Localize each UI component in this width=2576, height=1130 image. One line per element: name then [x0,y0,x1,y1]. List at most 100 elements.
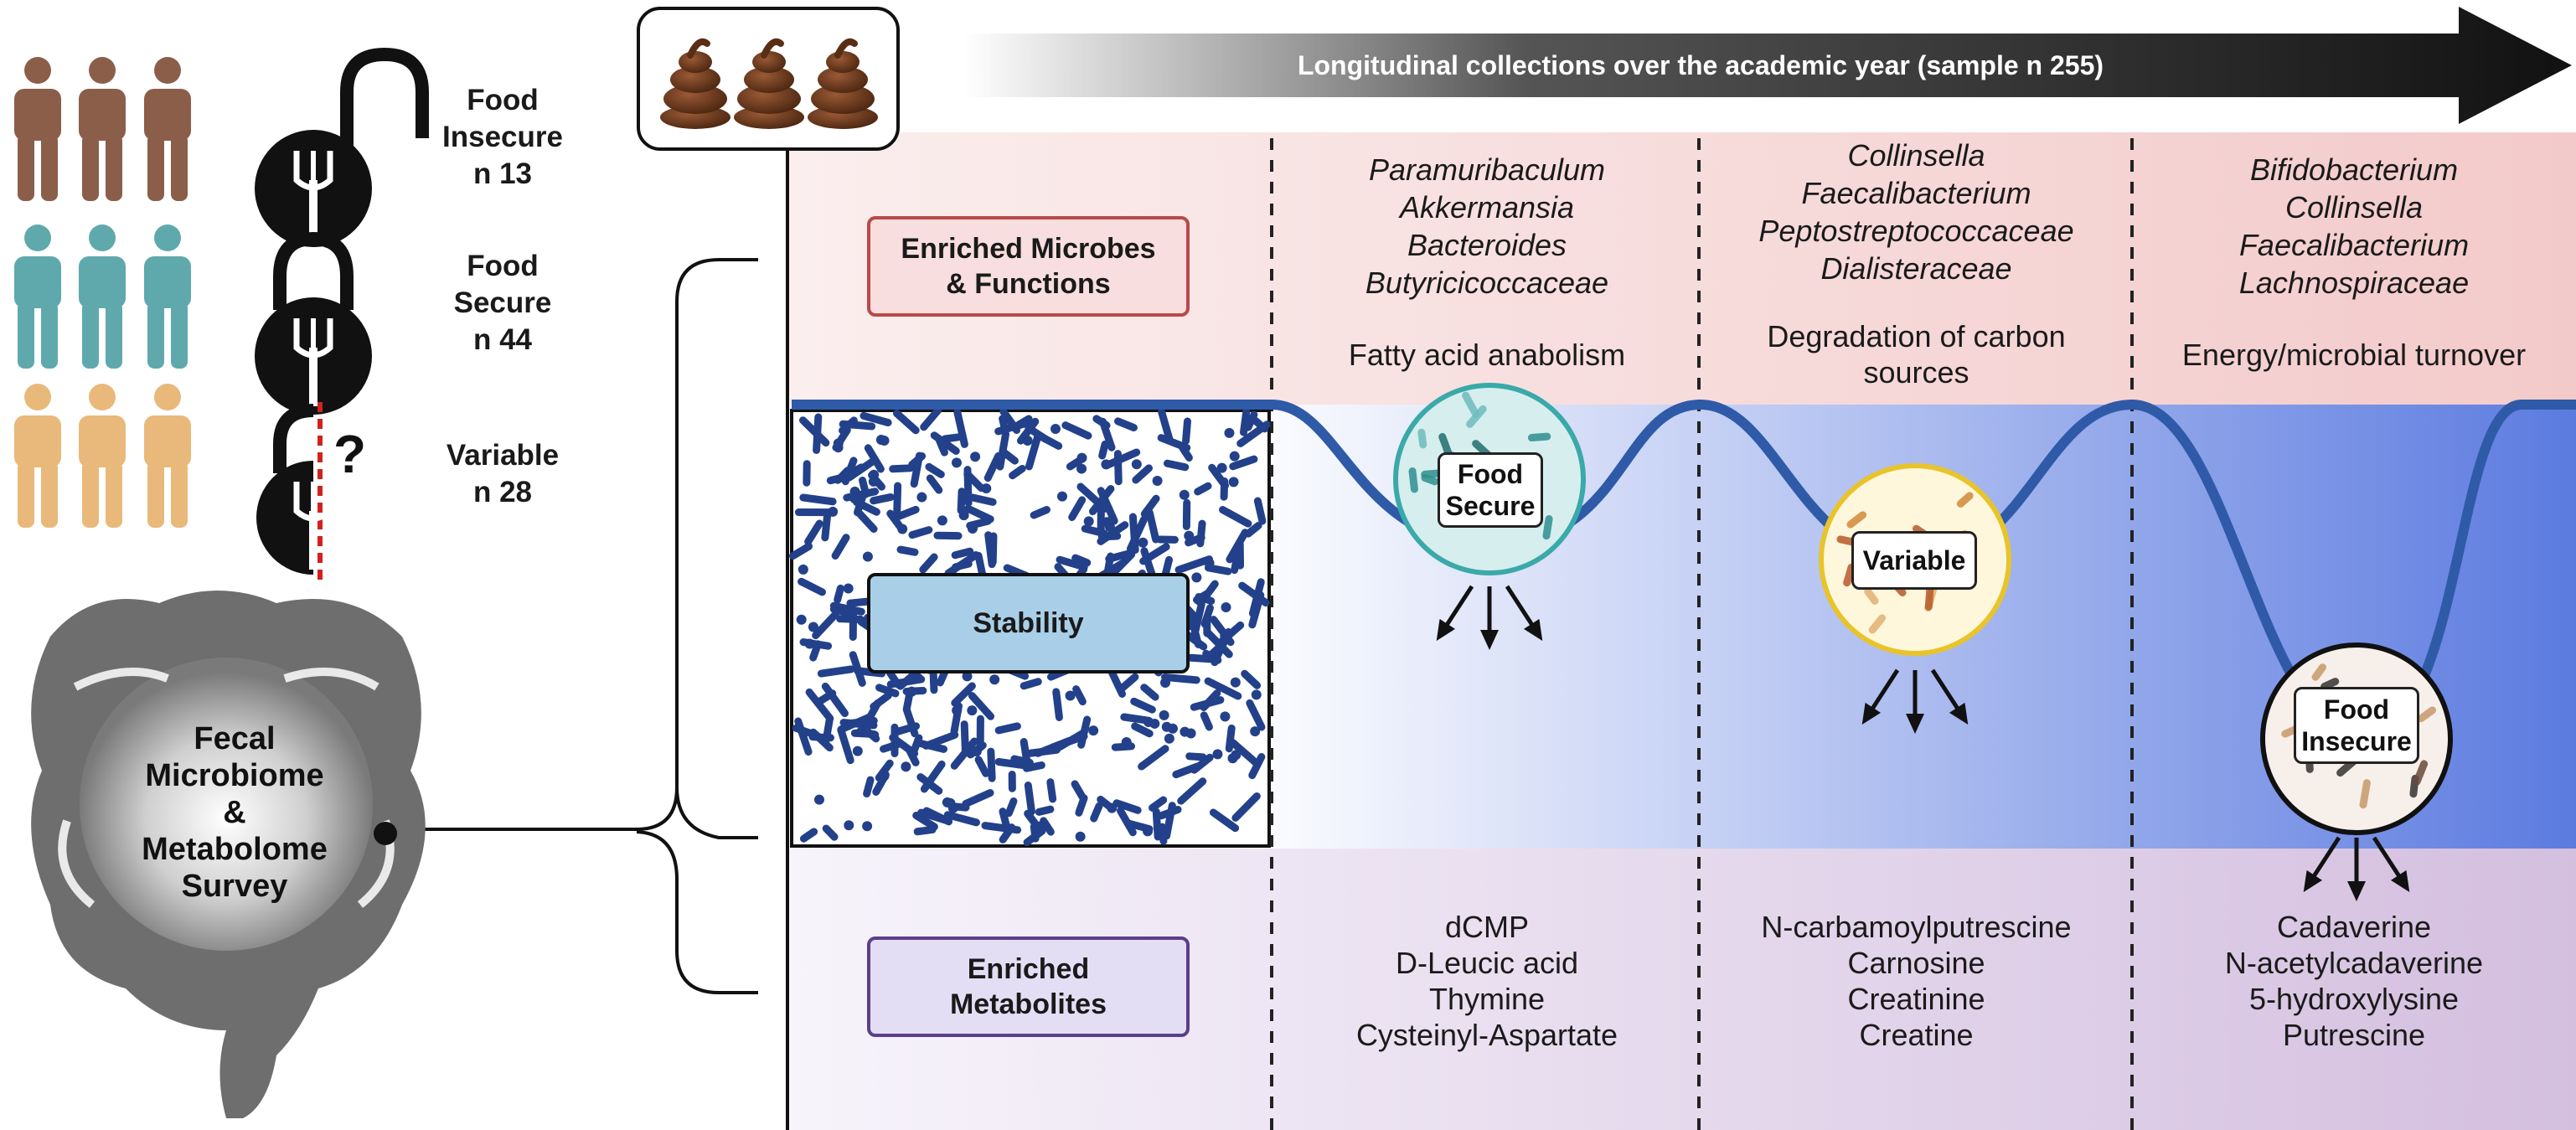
bacterium-mark [1163,802,1176,840]
bacterium-mark [950,737,978,770]
microbe-item: Collinsella [2284,190,2424,224]
bacterium-mark [854,508,878,534]
bacterium-mark [849,651,866,687]
stool-sample-icon [808,38,878,129]
bacterium-mark [1102,448,1141,470]
bacterium-mark [1231,792,1261,822]
microbe-item: Bacteroides [1407,228,1567,262]
bacterium-mark [1200,711,1213,731]
bacterium-mark [968,493,997,506]
bacterium-mark [1185,752,1207,761]
bacterium-mark [1030,506,1051,519]
bacterium-mark [916,492,927,503]
bacterium-mark [1035,431,1063,450]
bacterium-mark [987,747,996,782]
bacterium-mark [813,413,823,454]
metabolite-item: Putrescine [2282,1018,2426,1052]
bacterium-mark [1132,464,1153,484]
bacterium-mark [1105,550,1131,563]
bacterium-mark [919,553,938,574]
microbe-mark [1868,614,1887,634]
bacterium-mark [981,483,992,494]
bacterium-mark [922,730,959,750]
bacterium-mark [908,526,933,539]
bacterium-mark [798,577,826,596]
metabolite-item: Creatine [1859,1018,1974,1052]
bacterium-mark [1182,417,1191,445]
bacterium-mark [967,523,978,534]
bacterium-mark [1152,808,1162,841]
microbe-mark [1956,492,1974,508]
bacterium-mark [1180,726,1190,737]
bacterium-mark [855,727,880,739]
bacterium-mark [1139,543,1170,565]
bacterium-mark [1164,733,1174,744]
bacterium-mark [925,462,945,478]
bacterium-mark [804,519,823,546]
bacterium-mark [837,713,875,734]
microbe-item: Lachnospiraceae [2238,266,2470,300]
column-3-microbes: Bifidobacterium Collinsella Faecalibacte… [2136,151,2572,302]
bacterium-mark [1056,491,1067,502]
bacterium-mark [1140,547,1157,580]
bacterium-mark [815,689,837,705]
bacterium-mark [1004,797,1018,818]
microbe-mark [1417,428,1427,449]
bacterium-mark [860,411,892,427]
bacterium-mark [839,416,858,435]
bacterium-mark [974,756,990,777]
microbe-mark [2311,663,2326,681]
microbe-mark [1438,432,1453,459]
bacterium-mark [1130,697,1156,714]
bacterium-mark [805,688,834,723]
downward-arrow-icon [2372,836,2410,893]
bacterium-mark [1050,424,1061,435]
bacterium-mark [897,524,908,534]
bacterium-mark [1239,408,1251,436]
bacterium-mark [821,511,832,542]
bacterium-mark [853,489,868,517]
bacterium-mark [994,757,1031,770]
bacterium-mark [1163,459,1190,472]
bacterium-mark [1016,417,1040,445]
bacterium-mark [837,725,854,765]
bacterium-mark [901,761,911,772]
bacterium-mark [999,407,1021,434]
bacterium-mark [1052,688,1063,721]
bacterium-mark [981,822,1022,834]
bacterium-mark [1179,489,1190,500]
bacterium-mark [868,476,879,487]
microbe-mark [1421,473,1439,486]
bacterium-mark [1194,595,1205,606]
bacterium-mark [1138,537,1149,548]
bacterium-mark [1056,555,1088,571]
bacterium-mark [1071,780,1087,802]
bacterium-mark [943,811,980,827]
bacterium-mark [1152,475,1163,486]
bacterium-mark [989,532,998,566]
bacterium-mark [1072,685,1087,706]
bacterium-mark [1142,826,1153,837]
bacterium-mark [910,451,923,488]
bacterium-mark [870,493,895,505]
bacterium-mark [941,433,963,443]
downward-arrow-icon [2347,838,2366,901]
bacterium-mark [953,408,968,448]
bacterium-mark [1236,421,1271,447]
bacterium-mark [1114,417,1138,432]
bacterium-mark [799,828,818,843]
column-2-metabolites: N-carbamoylputrescine Carnosine Creatini… [1705,909,2128,1053]
metabolite-item: 5-hydroxylysine [2248,982,2460,1016]
bacterium-mark [1107,666,1127,698]
stool-sample-icon [660,38,730,129]
bacterium-mark [920,406,942,431]
bacterium-mark [1061,421,1092,440]
person-icon [79,57,126,201]
bacterium-mark [951,457,962,468]
bacterium-mark [1251,689,1262,700]
bacterium-mark [1090,802,1103,823]
bacterium-mark [1190,696,1225,711]
bacterium-mark [937,515,947,526]
microbe-mark [1542,514,1553,540]
